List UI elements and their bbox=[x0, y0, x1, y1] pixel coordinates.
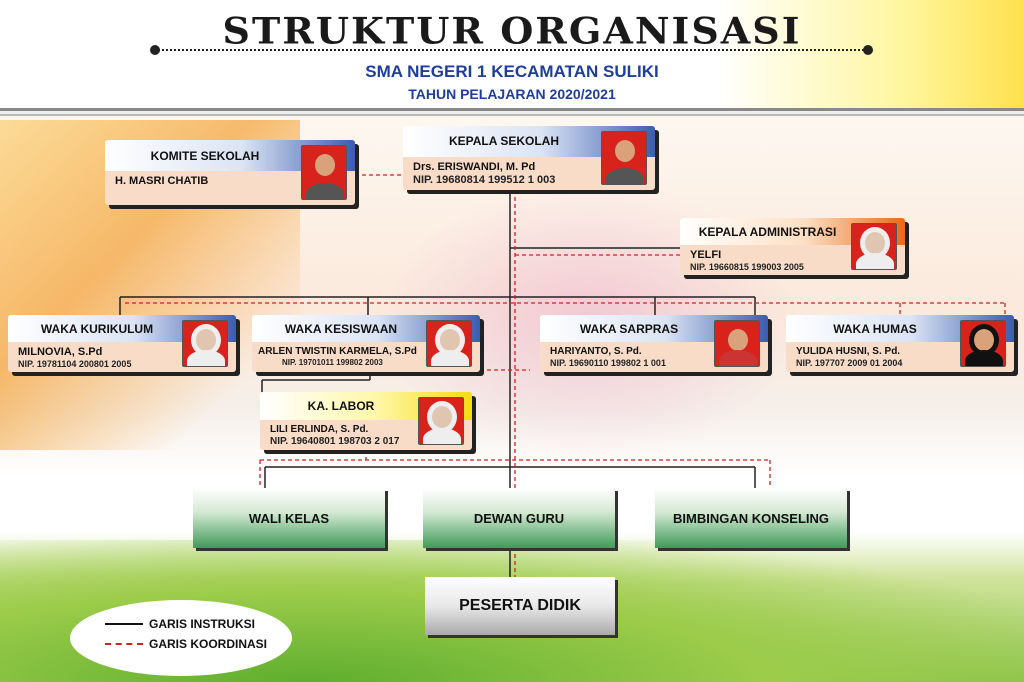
card-name: YULIDA HUSNI, S. Pd. bbox=[796, 346, 901, 358]
legend-label: GARIS KOORDINASI bbox=[149, 637, 268, 651]
person-photo bbox=[851, 223, 897, 270]
solid-line-icon bbox=[105, 623, 143, 625]
box-peserta-didik: PESERTA DIDIK bbox=[425, 577, 615, 635]
card-nip: NIP. 19781104 200801 2005 bbox=[18, 359, 132, 370]
card-name: YELFI bbox=[690, 249, 722, 262]
header-band bbox=[0, 108, 1024, 116]
academic-year: TAHUN PELAJARAN 2020/2021 bbox=[408, 86, 616, 102]
card-name: MILNOVIA, S.Pd bbox=[18, 346, 103, 359]
card-waka-kurikulum: WAKA KURIKULUM MILNOVIA, S.Pd NIP. 19781… bbox=[8, 315, 236, 372]
person-photo bbox=[301, 145, 347, 200]
card-nip: NIP. 19660815 199003 2005 bbox=[690, 262, 804, 273]
box-bimbingan-konseling: BIMBINGAN KONSELING bbox=[655, 488, 847, 548]
card-nip: NIP. 19690110 199802 1 001 bbox=[550, 358, 666, 369]
card-name: Drs. ERISWANDI, M. Pd bbox=[413, 160, 536, 173]
person-photo bbox=[714, 320, 760, 367]
card-nip: NIP. 19680814 199512 1 003 bbox=[413, 173, 556, 186]
person-photo bbox=[418, 397, 464, 445]
box-wali-kelas: WALI KELAS bbox=[193, 488, 385, 548]
legend-label: GARIS INSTRUKSI bbox=[149, 617, 256, 631]
card-kepala-sekolah: KEPALA SEKOLAH Drs. ERISWANDI, M. Pd NIP… bbox=[403, 126, 655, 190]
subtitle-box bbox=[310, 57, 705, 102]
legend-solid: GARIS INSTRUKSI bbox=[105, 617, 255, 631]
dotted-divider bbox=[155, 49, 868, 51]
card-komite-sekolah: KOMITE SEKOLAH H. MASRI CHATIB bbox=[105, 140, 355, 205]
card-name: LILI ERLINDA, S. Pd. bbox=[270, 423, 369, 435]
legend-dashed: GARIS KOORDINASI bbox=[105, 637, 267, 651]
card-name: ARLEN TWISTIN KARMELA, S.Pd bbox=[258, 346, 417, 358]
card-name: H. MASRI CHATIB bbox=[115, 175, 209, 188]
school-name: SMA NEGERI 1 KECAMATAN SULIKI bbox=[365, 62, 659, 81]
card-nip: NIP. 197707 2009 01 2004 bbox=[796, 358, 903, 369]
card-waka-kesiswaan: WAKA KESISWAAN ARLEN TWISTIN KARMELA, S.… bbox=[252, 315, 480, 372]
legend bbox=[70, 600, 292, 676]
box-dewan-guru: DEWAN GURU bbox=[423, 488, 615, 548]
card-name: HARIYANTO, S. Pd. bbox=[550, 346, 642, 358]
person-photo bbox=[601, 131, 647, 185]
card-waka-humas: WAKA HUMAS YULIDA HUSNI, S. Pd. NIP. 197… bbox=[786, 315, 1014, 372]
card-ka-labor: KA. LABOR LILI ERLINDA, S. Pd. NIP. 1964… bbox=[260, 392, 472, 450]
dashed-line-icon bbox=[105, 643, 143, 645]
card-nip: NIP. 19640801 198703 2 017 bbox=[270, 435, 400, 447]
person-photo bbox=[182, 320, 228, 367]
card-waka-sarpras: WAKA SARPRAS HARIYANTO, S. Pd. NIP. 1969… bbox=[540, 315, 768, 372]
dot-decoration bbox=[863, 45, 873, 55]
card-kepala-administrasi: KEPALA ADMINISTRASI YELFI NIP. 19660815 … bbox=[680, 218, 905, 275]
card-nip: NIP. 19701011 199802 2003 bbox=[282, 358, 383, 368]
person-photo bbox=[426, 320, 472, 367]
person-photo bbox=[960, 320, 1006, 367]
page-title: STRUKTUR ORGANISASI bbox=[222, 9, 802, 52]
